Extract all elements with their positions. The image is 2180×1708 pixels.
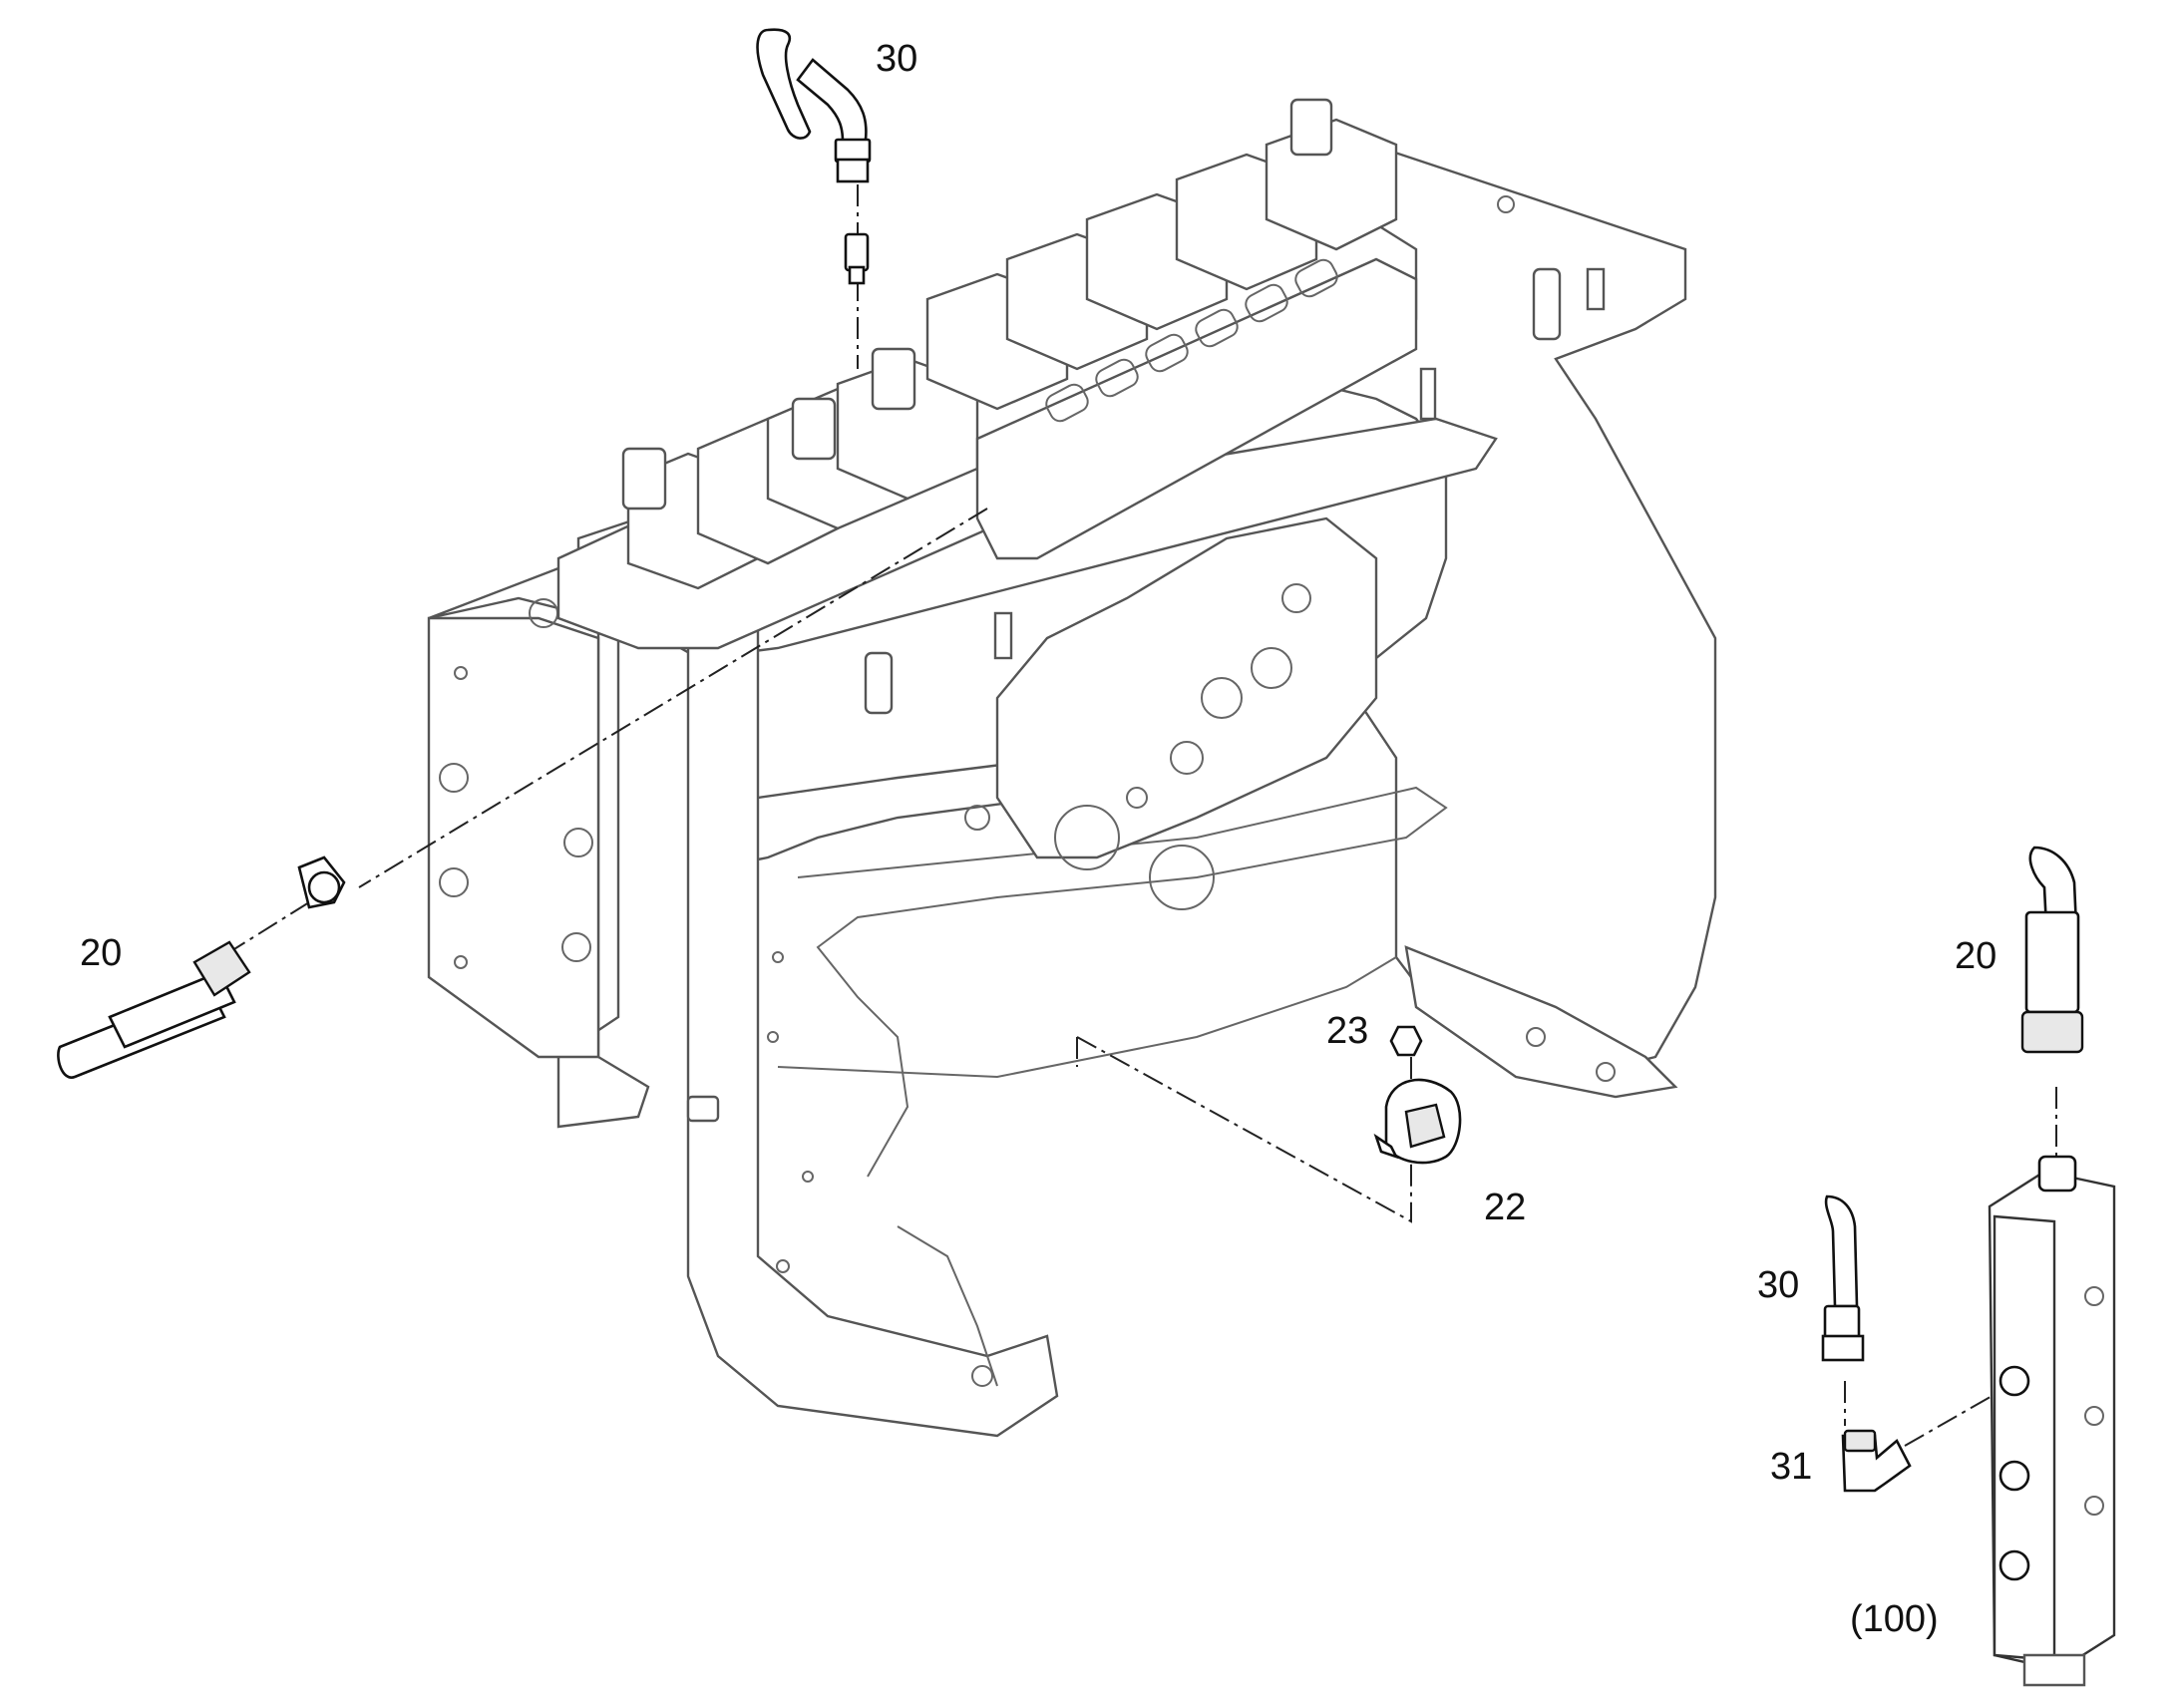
part-20-hose-left (57, 855, 346, 1079)
callout-22: 22 (1484, 1187, 1527, 1228)
part-30-hose-right (1821, 1195, 1865, 1362)
callout-30-top: 30 (876, 38, 918, 80)
part-31-elbow (1841, 1429, 1912, 1493)
part-30-hose-top (756, 28, 872, 285)
callout-20-left: 20 (80, 932, 123, 974)
callout-30-right: 30 (1757, 1264, 1800, 1306)
control-valve-stack (556, 98, 1418, 910)
callout-20-right: 20 (1955, 935, 1998, 977)
callout-31: 31 (1770, 1446, 1813, 1488)
part-20-hose-right (2020, 846, 2084, 1054)
callout-100: (100) (1850, 1598, 1939, 1640)
part-22-clamp (1373, 1078, 1462, 1165)
part-100-manifold-block (1988, 1155, 2116, 1687)
part-23-nut (1389, 1025, 1423, 1057)
callout-23: 23 (1326, 1010, 1369, 1052)
